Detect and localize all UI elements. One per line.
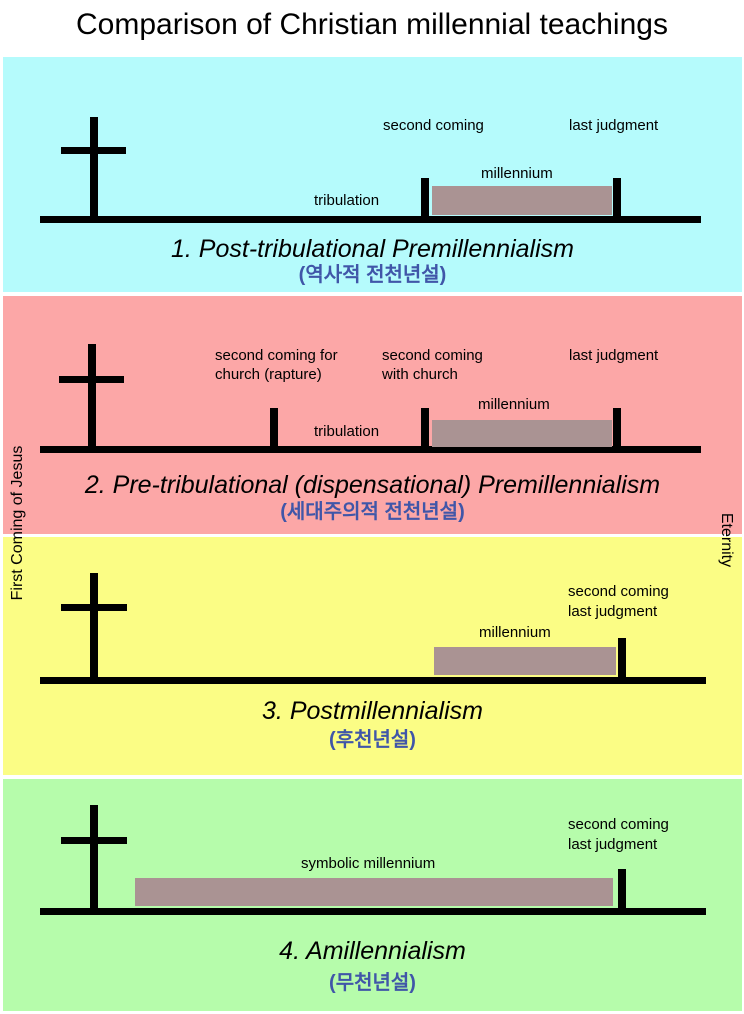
timeline bbox=[40, 677, 706, 684]
millennium-block bbox=[432, 420, 612, 447]
cross-vertical bbox=[90, 573, 98, 679]
panel-post-tribulational: tribulation second coming millennium las… bbox=[3, 57, 742, 292]
panel-korean-caption: (세대주의적 전천년설) bbox=[280, 501, 465, 523]
second-coming-label: second coming bbox=[383, 117, 484, 134]
cross-horizontal bbox=[61, 147, 126, 154]
second-coming-label: second coming bbox=[568, 583, 669, 600]
timeline bbox=[40, 908, 706, 915]
millennium-label: symbolic millennium bbox=[301, 855, 436, 872]
last-judgment-label: last judgment bbox=[568, 603, 658, 620]
millennium-label: millennium bbox=[478, 396, 550, 413]
timeline bbox=[40, 216, 701, 223]
eternity-label: Eternity bbox=[712, 500, 740, 580]
cross-vertical bbox=[88, 344, 96, 451]
second-coming-label-line2: with church bbox=[382, 366, 458, 383]
diagram-title: Comparison of Christian millennial teach… bbox=[76, 8, 668, 41]
cross-horizontal bbox=[61, 837, 127, 844]
millennium-block bbox=[434, 647, 616, 675]
second-coming-label: second coming bbox=[568, 816, 669, 833]
millennium-label: millennium bbox=[479, 624, 551, 641]
timeline bbox=[40, 446, 701, 453]
second-coming-marker bbox=[618, 869, 626, 911]
rapture-label-line2: church (rapture) bbox=[215, 366, 322, 383]
second-coming-marker bbox=[421, 178, 429, 218]
panel-postmillennialism: second coming last judgment millennium 3… bbox=[3, 537, 742, 775]
second-coming-label-line1: second coming bbox=[382, 347, 483, 364]
last-judgment-label: last judgment bbox=[569, 117, 659, 134]
millennium-block bbox=[135, 878, 613, 906]
first-coming-label: First Coming of Jesus bbox=[4, 430, 32, 615]
panel-korean-caption: (역사적 전천년설) bbox=[298, 264, 447, 286]
tribulation-label: tribulation bbox=[314, 423, 380, 440]
panel-caption: 2. Pre-tribulational (dispensational) Pr… bbox=[84, 471, 661, 499]
cross-vertical bbox=[90, 117, 98, 219]
panel-pre-tribulational: second coming for church (rapture) tribu… bbox=[3, 296, 742, 534]
last-judgment-marker bbox=[613, 178, 621, 218]
millennium-block bbox=[432, 186, 612, 215]
panel-korean-caption: (무천년설) bbox=[329, 972, 416, 994]
panel-caption: 4. Amillennialism bbox=[279, 937, 466, 965]
panel-caption: 3. Postmillennialism bbox=[262, 697, 483, 725]
cross-horizontal bbox=[61, 604, 127, 611]
panel-caption: 1. Post-tribulational Premillennialism bbox=[171, 235, 574, 263]
cross-horizontal bbox=[59, 376, 124, 383]
second-coming-marker bbox=[421, 408, 429, 448]
tribulation-label: tribulation bbox=[314, 192, 380, 209]
eternity-text: Eternity bbox=[718, 512, 735, 568]
first-coming-text: First Coming of Jesus bbox=[9, 445, 26, 600]
last-judgment-marker bbox=[613, 408, 621, 448]
rapture-marker bbox=[270, 408, 278, 448]
panel-korean-caption: (후천년설) bbox=[329, 729, 416, 751]
last-judgment-label: last judgment bbox=[569, 347, 659, 364]
millennium-label: millennium bbox=[481, 165, 553, 182]
last-judgment-label: last judgment bbox=[568, 836, 658, 853]
second-coming-marker bbox=[618, 638, 626, 680]
panel-amillennialism: second coming last judgment symbolic mil… bbox=[3, 779, 742, 1011]
rapture-label-line1: second coming for bbox=[215, 347, 338, 364]
cross-vertical bbox=[90, 805, 98, 913]
